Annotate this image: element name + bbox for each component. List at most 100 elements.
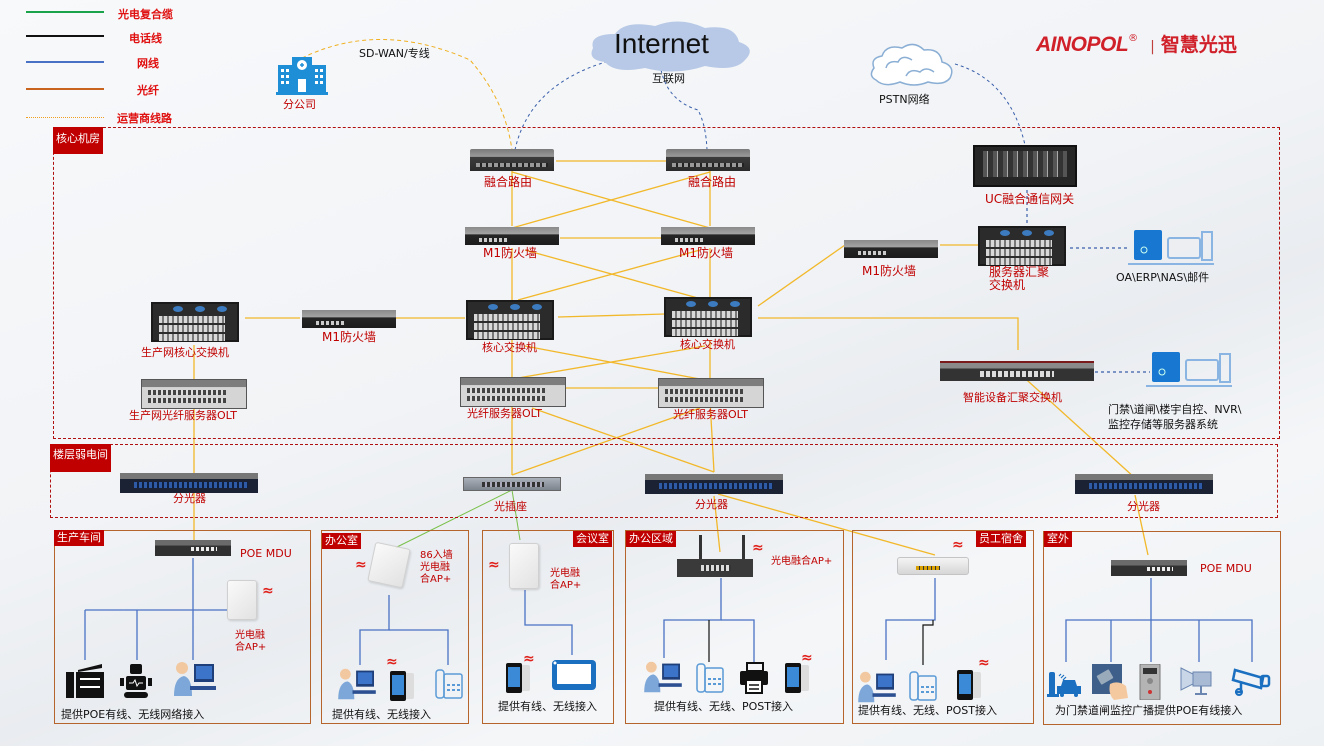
- firewall-right-label: M1防火墙: [679, 246, 733, 260]
- server-agg-switch[interactable]: [978, 226, 1066, 266]
- splitter-right-label: 分光器: [1127, 500, 1160, 513]
- firewall-production[interactable]: [302, 310, 396, 328]
- desk-phone-icon: [434, 668, 464, 700]
- pc-user-icon: [856, 670, 898, 704]
- core-zone: [53, 127, 1280, 439]
- wifi-icon: ≈: [752, 540, 764, 556]
- firewall-left-label: M1防火墙: [483, 246, 537, 260]
- legend-line-fiber: [26, 88, 104, 90]
- ap-meeting-label-1: 光电融: [550, 568, 580, 579]
- uc-gateway[interactable]: [973, 145, 1077, 187]
- production-olt[interactable]: [141, 379, 247, 409]
- splitter-right[interactable]: [1075, 474, 1213, 494]
- ap-workshop[interactable]: [227, 580, 257, 620]
- firewall-server-label: M1防火墙: [862, 264, 916, 278]
- legend-line-phone: [26, 35, 104, 37]
- intercom-icon: [1139, 664, 1161, 700]
- parking-gate-icon: [1047, 668, 1083, 698]
- router-right[interactable]: [666, 149, 750, 171]
- card-reader-icon: [1092, 664, 1130, 700]
- brand-logo: AINOPOL ® | 智慧光迅: [1036, 30, 1237, 57]
- firewall-production-label: M1防火墙: [322, 330, 376, 344]
- area-office-tag: 办公室: [322, 533, 361, 549]
- router-left[interactable]: [470, 149, 554, 171]
- area-meeting: [482, 530, 614, 724]
- smart-servers-label-2: 监控存储等服务器系统: [1108, 418, 1218, 431]
- brand-registered: ®: [1128, 33, 1139, 44]
- wifi-icon: ≈: [523, 651, 535, 667]
- area-office: [321, 530, 469, 724]
- smartphone-icon: [388, 671, 416, 701]
- poe-mdu-outdoor[interactable]: [1111, 560, 1187, 576]
- olt-left-label: 光纤服务器OLT: [467, 407, 542, 420]
- building-icon: [276, 53, 328, 95]
- olt-right[interactable]: [658, 378, 764, 408]
- pc-user-icon: [642, 660, 684, 694]
- core-zone-tag: 核心机房: [53, 127, 103, 154]
- smart-servers-label-1: 门禁\道闸\楼宇自控、NVR\: [1108, 403, 1242, 416]
- legend-label-phone: 电话线: [129, 32, 162, 45]
- area-workshop: [54, 530, 311, 724]
- ont-dormitory[interactable]: [897, 557, 969, 575]
- area-office-zone-caption: 提供有线、无线、POST接入: [654, 700, 793, 713]
- area-office-zone: [625, 530, 844, 724]
- wifi-icon: ≈: [386, 654, 398, 670]
- poe-mdu-workshop-label: POE MDU: [240, 547, 292, 560]
- area-meeting-caption: 提供有线、无线接入: [498, 700, 597, 713]
- floor-zone-tag: 楼层弱电间: [50, 444, 111, 472]
- splitter-left-label: 分光器: [173, 492, 206, 505]
- pc-user-icon: [172, 660, 218, 698]
- ap-workshop-label-2: 合AP+: [235, 642, 267, 653]
- smartphone-icon: [504, 663, 532, 693]
- core-switch-right[interactable]: [664, 297, 752, 337]
- area-dormitory: [852, 530, 1034, 724]
- pc-user-icon: [336, 667, 378, 701]
- olt-left[interactable]: [460, 377, 566, 407]
- area-workshop-tag: 生产车间: [54, 530, 104, 546]
- floor-zone: [50, 444, 1278, 518]
- legend-label-fiber: 光纤: [137, 84, 159, 97]
- splitter-mid[interactable]: [645, 474, 783, 494]
- production-core-switch[interactable]: [151, 302, 239, 342]
- internet-cloud-icon: [585, 18, 757, 74]
- area-office-caption: 提供有线、无线接入: [332, 708, 431, 721]
- wifi-icon: ≈: [488, 557, 500, 573]
- wifi-icon: ≈: [262, 583, 274, 599]
- fiber-socket-label: 光插座: [494, 500, 527, 513]
- ap-meeting-label-2: 合AP+: [550, 580, 582, 591]
- wifi-icon: ≈: [952, 537, 964, 553]
- area-outdoor-caption: 为门禁道闸监控广播提供POE有线接入: [1055, 704, 1243, 717]
- legend-label-composite: 光电复合缆: [118, 8, 173, 21]
- legend-line-composite: [26, 11, 104, 13]
- horn-speaker-icon: [1179, 664, 1215, 698]
- gateway-ap-office-zone[interactable]: [677, 559, 753, 577]
- area-meeting-tag: 会议室: [573, 531, 612, 547]
- antenna-right: [742, 535, 745, 560]
- ap-office-label-2: 光电融: [420, 562, 450, 573]
- firewall-server[interactable]: [844, 240, 938, 258]
- firewall-right[interactable]: [661, 227, 755, 245]
- core-switch-left[interactable]: [466, 300, 554, 340]
- brand-separator: |: [1150, 39, 1155, 55]
- robot-icon: [120, 662, 152, 700]
- smart-server-pc-icon: [1146, 350, 1236, 390]
- cctv-camera-icon: [1231, 664, 1271, 698]
- router-right-label: 融合路由: [688, 175, 737, 189]
- ap-workshop-label-1: 光电融: [235, 630, 265, 641]
- pstn-cloud-icon: [866, 40, 958, 88]
- sdwan-label: SD-WAN/专线: [359, 47, 430, 60]
- smart-agg-switch-label: 智能设备汇聚交换机: [963, 391, 1062, 404]
- internet-label: 互联网: [652, 72, 685, 85]
- splitter-left[interactable]: [120, 473, 258, 493]
- smart-agg-switch[interactable]: [940, 361, 1094, 381]
- area-office-zone-tag: 办公区域: [626, 531, 676, 547]
- router-left-label: 融合路由: [484, 175, 533, 189]
- desk-phone-icon: [908, 670, 938, 702]
- poe-mdu-workshop[interactable]: [155, 540, 231, 556]
- legend-line-ethernet: [26, 61, 104, 63]
- firewall-left[interactable]: [465, 227, 559, 245]
- fiber-socket[interactable]: [463, 477, 561, 491]
- antenna-left: [699, 535, 702, 560]
- legend-label-operator: 运营商线路: [117, 112, 172, 125]
- ap-meeting[interactable]: [509, 543, 539, 589]
